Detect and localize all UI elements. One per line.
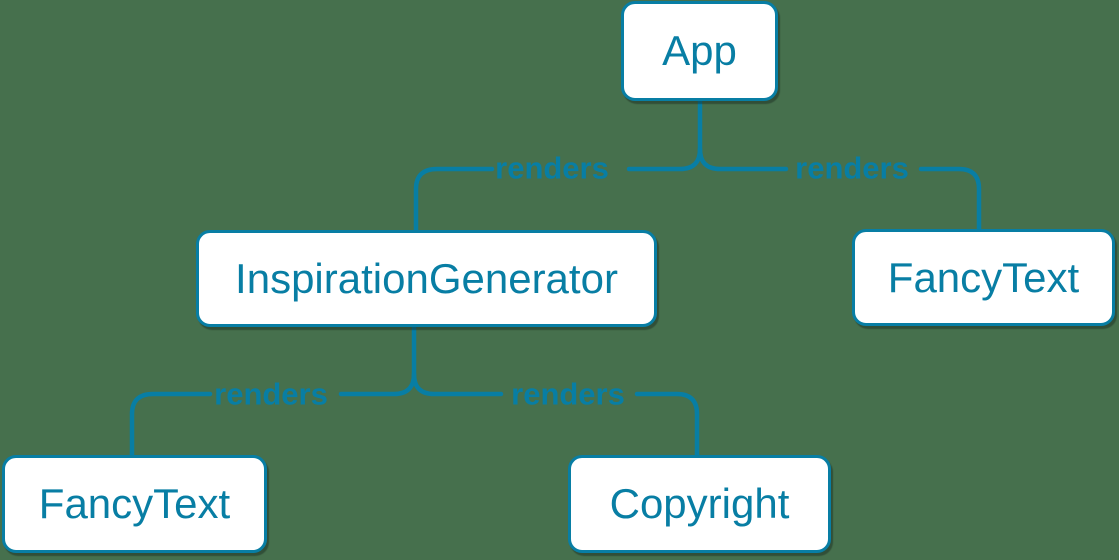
node-fancy-text-top: FancyText: [852, 229, 1115, 326]
edge-inspirationgenerator-fancytext-line-left: [129, 391, 213, 459]
edge-label-renders-inspirationgenerator-fancytext: renders: [214, 376, 328, 412]
node-inspiration-generator: InspirationGenerator: [196, 230, 657, 327]
edge-inspirationgenerator-copyright-line-left: [411, 371, 504, 397]
edge-app-inspirationgenerator-line-right: [626, 98, 703, 172]
node-app: App: [621, 1, 778, 101]
node-copyright: Copyright: [568, 455, 831, 553]
edge-label-renders-app-fancytext: renders: [795, 150, 909, 186]
edge-app-inspirationgenerator-line-left: [413, 166, 495, 234]
edge-inspirationgenerator-copyright-line-right: [634, 391, 700, 459]
edge-label-renders-app-inspirationgenerator: renders: [495, 150, 609, 186]
edge-app-fancytext-line-right: [918, 166, 982, 233]
edge-label-renders-inspirationgenerator-copyright: renders: [511, 376, 625, 412]
edge-inspirationgenerator-fancytext-line-right: [338, 324, 417, 397]
edge-app-fancytext-line-left: [697, 146, 789, 172]
node-fancy-text-bottom: FancyText: [2, 455, 267, 553]
